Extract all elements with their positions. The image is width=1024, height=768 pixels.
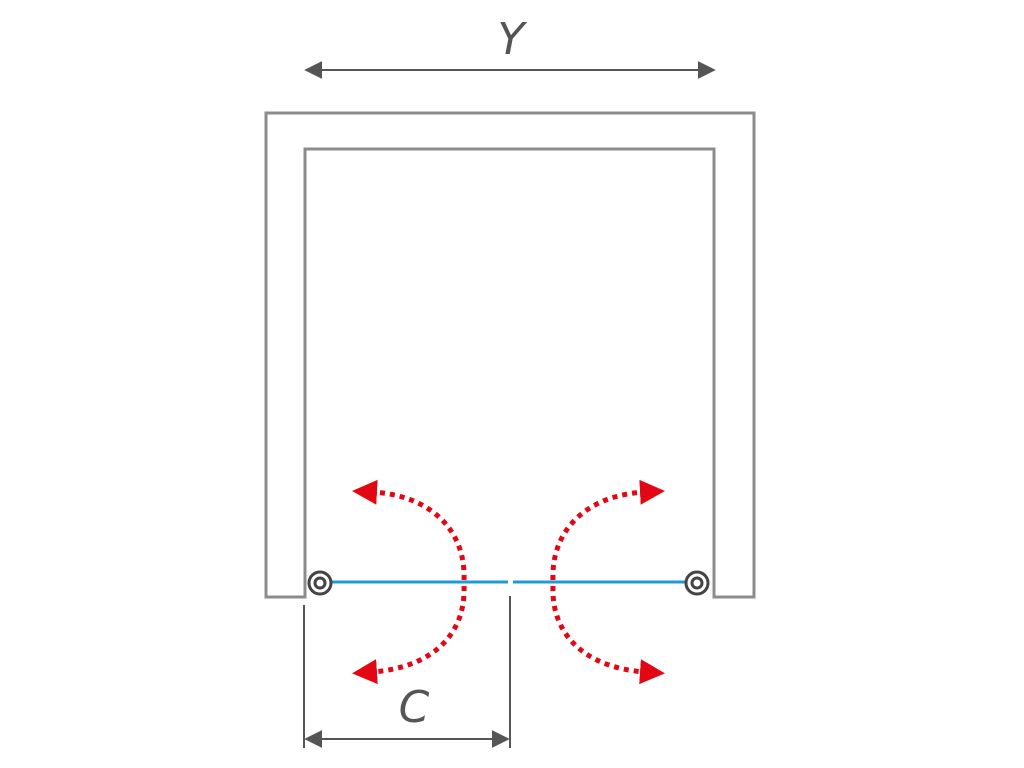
hinge-icon <box>684 570 710 596</box>
enclosure-wall <box>264 111 756 599</box>
swing-arrow-icon <box>550 479 665 685</box>
hinge-icon <box>307 570 333 596</box>
width-dimension: Y <box>304 14 716 79</box>
door-dimension: C <box>303 596 511 748</box>
swing-arrow-icon <box>352 479 467 685</box>
door-dimension-label: C <box>399 682 430 733</box>
width-dimension-label: Y <box>498 14 528 65</box>
